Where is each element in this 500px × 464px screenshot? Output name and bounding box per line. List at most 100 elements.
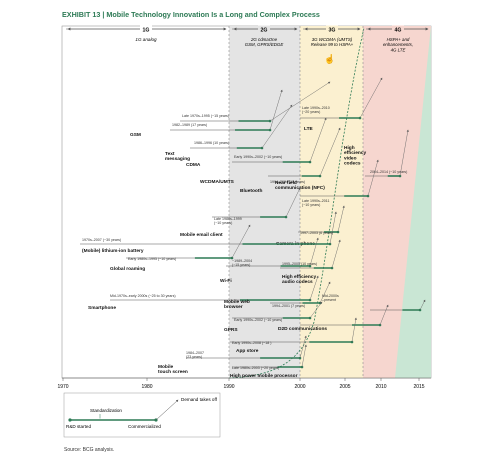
demand-arrow	[351, 317, 357, 343]
innovation-lte: Late 1990s–2010(~20 years) LTE	[300, 77, 383, 132]
x-tick-label: 2010	[375, 384, 386, 390]
demand-arrow	[379, 304, 389, 326]
innovation-smartphone: Mid-1970s–early 2000s (~25 to 30 years) S…	[88, 275, 319, 311]
demand-arrow	[285, 187, 301, 218]
period-label: 1982–1989 (17 years)	[172, 123, 207, 127]
period-label: Late 1980s–1999(~10 years)	[214, 217, 242, 225]
innovation-name: LTE	[304, 126, 314, 132]
innovation-gsm: Late 1970s–1995 (~15 years) GSM	[130, 81, 331, 138]
period-label: Late 1990s–2011(~10 years)	[302, 199, 330, 207]
demand-arrow	[231, 224, 251, 259]
innovation-wcdma-umts: Early 1990s–2002 (~10 years)WCDMA/UMTS	[200, 117, 327, 185]
innovation-name: GPRS	[224, 327, 238, 333]
demand-curve	[228, 27, 365, 379]
demand-arrow	[419, 299, 426, 311]
innovation-name: GSM	[130, 132, 141, 138]
demand-arrow	[329, 211, 337, 245]
exhibit-title: EXHIBIT 13|Mobile Technology Innovation …	[62, 10, 320, 19]
innovation-name: Wi-Fi	[220, 278, 232, 284]
demand-arrow	[331, 239, 341, 269]
demand-arrow	[319, 281, 331, 304]
demand-arrow	[301, 344, 307, 368]
period-label: Early 1990s–2008 (~18 )	[232, 341, 271, 345]
era-1g-label: 1G	[143, 27, 150, 33]
legend: R&D started Standardization Commercializ…	[63, 392, 221, 438]
exhibit-label: EXHIBIT 13	[62, 10, 101, 19]
period-label: Early 1990s–2002 (~10 years)	[234, 318, 282, 322]
innovation-name: CDMA	[186, 162, 201, 168]
era-3g-desc: 3G WCDMA (UMTS)Release 99 to HSPA+	[311, 37, 354, 47]
x-tick-label: 2015	[413, 384, 424, 390]
era-3g-label: 3G	[329, 27, 336, 33]
x-tick-label: 1990	[223, 384, 234, 390]
era-4g-pink-band	[363, 26, 431, 378]
period-label: Late 1970s–1995 (~15 years)	[182, 114, 229, 118]
innovation-global-roaming: Early 1980s–1995 (~10 years)Global roami…	[110, 224, 251, 272]
innovation-name: (Mobile) lithium-ion battery	[82, 248, 144, 254]
innovation-wi-fi: ~1989–2004(~15 years)Wi-Fi	[220, 237, 319, 284]
legend-commercialized: Commercialized	[128, 424, 161, 429]
era-1g-desc: 1G analog	[135, 37, 157, 42]
period-label: Early 1990s–2002 (~10 years)	[234, 155, 282, 159]
source-note: Source: BCG analysis.	[64, 447, 115, 453]
innovation-gprs: Early 1990s–2002 (~10 years) GPRS	[224, 301, 323, 333]
innovation-timelines: Late 1970s–1995 (~15 years) GSM 1982–1989 …	[80, 77, 426, 379]
innovation-name: High power mobile processor	[230, 373, 298, 379]
period-label: 1995–2005 (10 years)	[282, 262, 317, 266]
innovation-cdma: 1986–1996 (10 years) CDMA	[186, 104, 293, 168]
innovation-name: Smartphone	[88, 305, 116, 311]
demand-arrow	[367, 159, 379, 197]
demand-arrow	[261, 104, 293, 149]
period-label: Mid-1970s–early 2000s (~25 to 30 years)	[110, 294, 176, 298]
legend-standardization: Standardization	[90, 408, 122, 413]
innovation-d2d-communications: D2D communications	[278, 304, 389, 332]
hand-touch-icon: ☝	[324, 53, 335, 65]
period-label: Early 1980s–1995 (~10 years)	[128, 257, 176, 261]
x-tick-label: 1980	[141, 384, 152, 390]
legend-rd-started: R&D started	[66, 424, 91, 429]
innovation-name: App store	[236, 348, 259, 354]
demand-arrow	[309, 275, 319, 301]
period-label: 1994–2004 (10 years)	[270, 180, 305, 184]
period-label: 1997–2003 (6 years)	[300, 231, 333, 235]
era-4g-label: 4G	[395, 27, 402, 33]
innovation-name: D2D communications	[278, 326, 327, 332]
demand-arrow	[399, 129, 409, 177]
period-label: 1994–2001 (7 years)	[272, 304, 305, 308]
period-label: Late 1990s–2010(~20 years)	[302, 106, 330, 114]
period-label: 1986–1996 (10 years)	[194, 141, 229, 145]
exhibit-heading: Mobile Technology Innovation Is a Long a…	[106, 10, 320, 19]
era-header: 1G 2G 3G 4G	[66, 25, 429, 33]
era-2g-label: 2G	[261, 27, 268, 33]
innovation-app-store: Early 1990s–2008 (~18 ) App store	[230, 317, 357, 354]
innovation-name: Mobile email client	[180, 232, 223, 238]
period-label: 1984–2007(23 years)	[186, 351, 204, 359]
x-tick-label: 2000	[294, 384, 305, 390]
innovation-mobile-email-client: Late 1980s–1999(~10 years) Mobile email c…	[180, 187, 301, 238]
innovation-mobile-lithium-ion-battery: 1970s–2007 (~30 years)(Mobile) lithium-i…	[80, 211, 337, 254]
demand-arrow	[319, 127, 341, 177]
demand-arrow	[309, 237, 319, 267]
demand-arrow	[359, 77, 383, 119]
era-2g-band	[229, 26, 300, 378]
period-label: Late 1980s–2003 (~20 years)	[232, 366, 279, 370]
x-tick-label: 1970	[57, 384, 68, 390]
innovation-high-power-mobile-processor: Late 1980s–2003 (~20 years) High power mo…	[230, 344, 307, 379]
innovation-bluetooth: 1994–2004 (10 years)Bluetooth	[240, 127, 341, 194]
period-label: Mid-2000s–present	[322, 294, 339, 302]
